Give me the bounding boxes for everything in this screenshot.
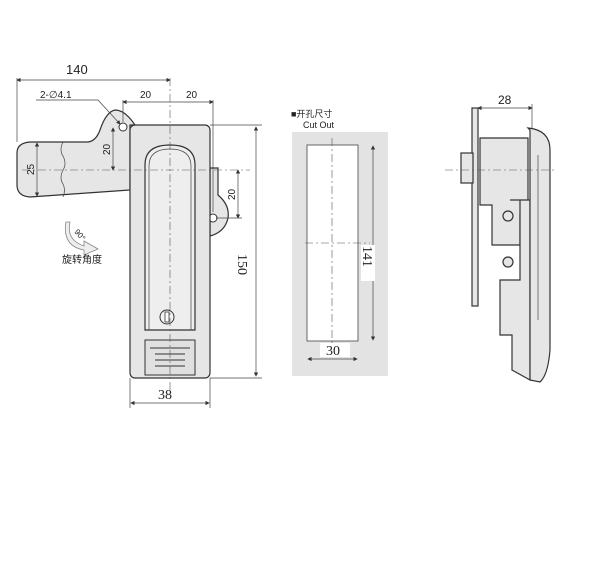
cut-out-title-cn: ■开孔尺寸 bbox=[291, 108, 332, 119]
dim-body-width: 38 bbox=[158, 388, 172, 403]
dim-offset-left: 20 bbox=[140, 90, 152, 101]
mount-hole-left bbox=[118, 122, 128, 132]
cut-out-title-en: Cut Out bbox=[303, 120, 335, 130]
side-view: 28 bbox=[445, 93, 555, 383]
hole-spec: 2-∅4.1 bbox=[40, 90, 72, 101]
dim-lever-width: 25 bbox=[26, 163, 37, 175]
rotation-label: 旋转角度 bbox=[62, 253, 102, 266]
screw-bottom bbox=[502, 256, 514, 268]
lever-break-line bbox=[60, 141, 66, 198]
dim-cut-out-height: 141 bbox=[359, 246, 374, 267]
handle-profile bbox=[526, 127, 551, 383]
rotation-angle: 90° bbox=[72, 228, 87, 243]
nut bbox=[460, 152, 474, 184]
rotation-arrow-icon bbox=[65, 221, 99, 256]
dim-overall-width: 140 bbox=[66, 62, 88, 77]
front-view: 140 20 20 2-∅4.1 25 20 20 150 38 90° 旋转角… bbox=[16, 62, 262, 408]
mounting-plate bbox=[471, 107, 479, 307]
dim-vertical-offset-right: 20 bbox=[227, 188, 238, 200]
dim-offset-right: 20 bbox=[186, 90, 198, 101]
screw-top bbox=[502, 210, 514, 222]
dim-cut-out-width: 30 bbox=[326, 344, 340, 359]
dim-vertical-offset-left: 20 bbox=[102, 143, 113, 155]
cut-out-view: ■开孔尺寸 Cut Out 141 30 bbox=[291, 108, 388, 376]
dim-height: 150 bbox=[234, 254, 249, 275]
dim-depth: 28 bbox=[498, 93, 512, 107]
cam-lever bbox=[16, 109, 137, 198]
